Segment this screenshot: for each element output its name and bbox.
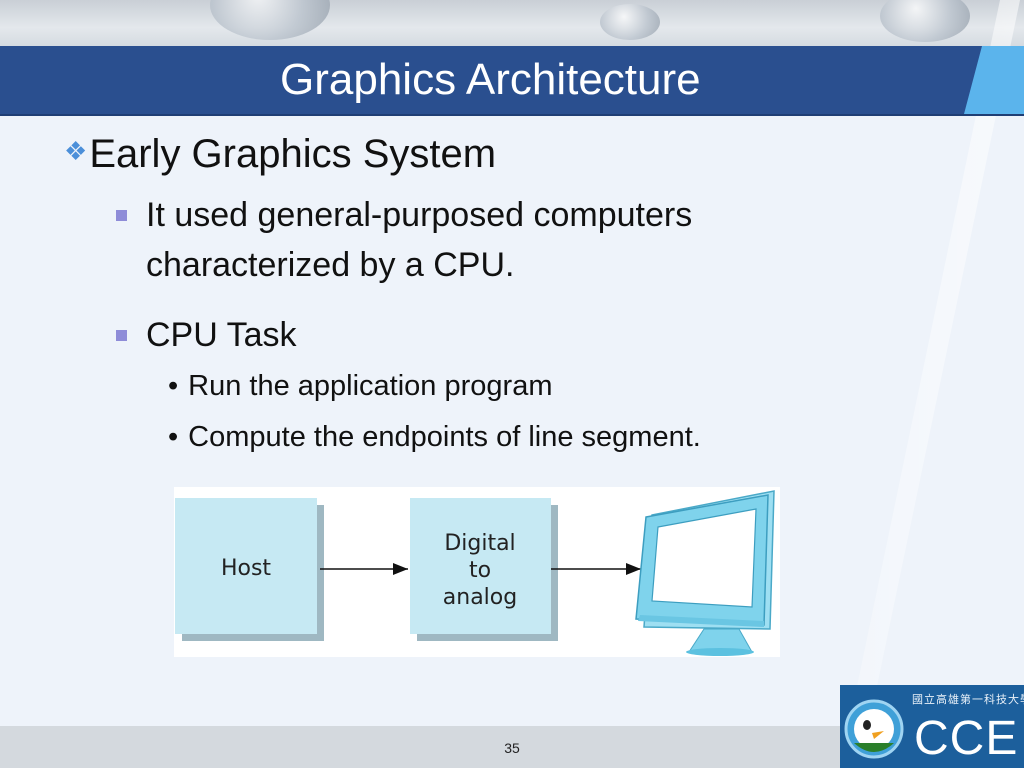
dot-bullet-icon: • — [168, 421, 179, 453]
architecture-figure: Host Digital to analog — [174, 487, 780, 657]
dac-label-line2: to — [469, 558, 491, 583]
bullet-level2: CPU Task — [116, 310, 816, 360]
logo-text: CCE — [914, 712, 1019, 765]
dac-box: Digital to analog — [410, 498, 558, 641]
page-title: Graphics Architecture — [280, 55, 701, 104]
bullet-level2: It used general-purposed computers chara… — [116, 190, 816, 290]
host-label: Host — [221, 556, 271, 581]
four-diamond-icon: ❖ — [64, 136, 88, 166]
water-drop-decoration — [880, 0, 970, 42]
dac-label-line3: analog — [443, 585, 517, 610]
water-drop-decoration — [600, 4, 660, 40]
bullet-level1: ❖Early Graphics System — [64, 132, 496, 177]
page-number: 35 — [504, 740, 520, 756]
dac-label-line1: Digital — [444, 531, 515, 556]
square-bullet-icon — [116, 330, 127, 341]
bullet-text: Compute the endpoints of line segment. — [188, 421, 701, 453]
cce-logo: 國立高雄第一科技大學 CCE — [840, 685, 1024, 768]
bullet-level3: • Run the application program — [168, 370, 552, 403]
top-decoration — [0, 0, 1024, 46]
mascot-icon — [844, 699, 904, 759]
host-box: Host — [175, 498, 324, 641]
bullet-text: Run the application program — [188, 370, 553, 402]
bullet-text: It used general-purposed computers chara… — [146, 196, 693, 284]
university-name: 國立高雄第一科技大學 — [912, 694, 1024, 706]
square-bullet-icon — [116, 210, 127, 221]
bullet-level3: • Compute the endpoints of line segment. — [168, 421, 701, 454]
bullet-text: CPU Task — [146, 316, 297, 354]
crt-monitor-icon — [635, 490, 775, 656]
architecture-diagram: Host Digital to analog — [175, 490, 775, 656]
title-bar — [0, 46, 1024, 116]
bullet-text: Early Graphics System — [89, 132, 497, 176]
water-drop-decoration — [210, 0, 330, 40]
dot-bullet-icon: • — [168, 370, 179, 402]
